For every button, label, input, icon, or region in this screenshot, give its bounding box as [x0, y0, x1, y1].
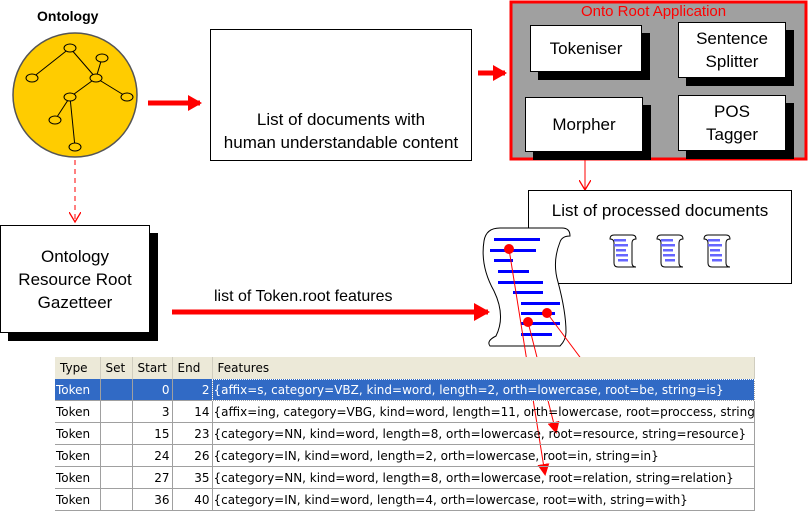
- documents-line: List of documents with: [256, 110, 426, 129]
- cell-start: 3: [132, 400, 173, 423]
- morpher-box: Morpher: [525, 97, 643, 152]
- ontology-label: Ontology: [37, 8, 99, 24]
- cell-end: 2: [172, 379, 213, 401]
- gazetteer-line: Gazetteer: [37, 292, 113, 312]
- gazetteer-box: Ontology Resource Root Gazetteer: [0, 225, 150, 333]
- cell-start: 0: [132, 379, 173, 401]
- column-header-set[interactable]: Set: [100, 357, 133, 379]
- column-header-end[interactable]: End: [172, 357, 213, 379]
- cell-set: [100, 422, 133, 445]
- cell-end: 26: [172, 444, 213, 467]
- cell-start: 36: [132, 488, 173, 511]
- cell-set: [100, 379, 133, 401]
- gazetteer-line: Resource Root: [18, 269, 132, 289]
- cell-type: Token: [55, 466, 101, 489]
- column-header-features[interactable]: Features: [212, 357, 755, 379]
- cell-features: {category=NN, kind=word, length=8, orth=…: [212, 466, 755, 489]
- cell-end: 14: [172, 400, 213, 423]
- column-header-start[interactable]: Start: [132, 357, 173, 379]
- cell-set: [100, 400, 133, 423]
- cell-type: Token: [55, 379, 101, 401]
- module-label: POS: [714, 102, 750, 121]
- ontology-graph-icon: [12, 32, 138, 158]
- cell-features: {category=IN, kind=word, length=2, orth=…: [212, 444, 755, 467]
- cell-set: [100, 444, 133, 467]
- gazetteer-line: Ontology: [40, 246, 110, 266]
- cell-type: Token: [55, 400, 101, 423]
- module-label: Tagger: [706, 125, 758, 144]
- cell-end: 35: [172, 466, 213, 489]
- documents-box: List of documents with human understanda…: [210, 29, 472, 161]
- pos-tagger-box: POS Tagger: [678, 95, 786, 151]
- cell-type: Token: [55, 488, 101, 511]
- cell-features: {category=NN, kind=word, length=8, orth=…: [212, 422, 755, 445]
- cell-features: {affix=ing, category=VBG, kind=word, len…: [212, 400, 755, 423]
- processed-documents-box: List of processed documents: [528, 190, 792, 284]
- cell-features: {category=IN, kind=word, length=4, orth=…: [212, 488, 755, 511]
- cell-type: Token: [55, 422, 101, 445]
- sentence-splitter-box: Sentence Splitter: [678, 22, 786, 78]
- cell-set: [100, 466, 133, 489]
- cell-start: 27: [132, 466, 173, 489]
- documents-line: human understandable content: [223, 133, 459, 152]
- features-arrow-label: list of Token.root features: [214, 288, 393, 305]
- cell-features: {affix=s, category=VBZ, kind=word, lengt…: [212, 379, 755, 401]
- cell-end: 23: [172, 422, 213, 445]
- cell-start: 24: [132, 444, 173, 467]
- application-title: Onto Root Application: [581, 3, 727, 20]
- cell-type: Token: [55, 444, 101, 467]
- tokeniser-box: Tokeniser: [530, 25, 642, 72]
- cell-end: 40: [172, 488, 213, 511]
- column-header-type[interactable]: Type: [55, 357, 101, 379]
- module-label: Sentence: [696, 29, 768, 48]
- cell-start: 15: [132, 422, 173, 445]
- cell-set: [100, 488, 133, 511]
- module-label: Splitter: [705, 52, 759, 71]
